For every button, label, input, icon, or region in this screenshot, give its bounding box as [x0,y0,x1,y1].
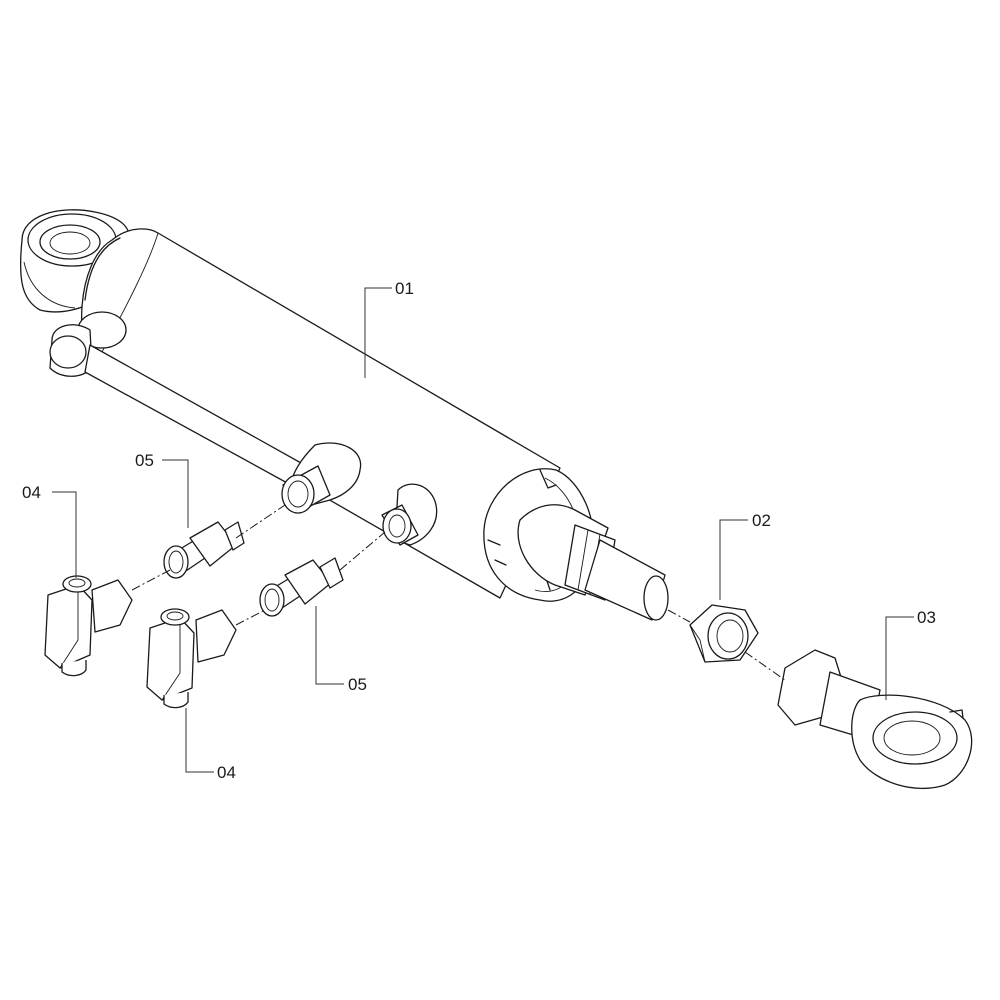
elbow-fitting-left: 04 [22,483,133,677]
adapter-fitting-upper: 05 [135,451,245,579]
piston-rod [517,504,669,621]
callout-01: 01 [364,279,414,378]
adapter-fitting-lower: 05 [259,557,367,694]
tube-port [281,442,362,514]
elbow-fitting-bottom: 04 [146,608,237,782]
cylinder-assembly: 01 [19,209,669,621]
callout-04-left: 04 [22,483,77,578]
callout-04-bottom: 04 [185,708,236,782]
barrel-port [381,483,438,546]
rod-end: 03 [777,608,973,789]
rear-eye [19,209,130,313]
callout-05-upper: 05 [135,451,189,528]
callout-05-lower: 05 [315,606,367,694]
callout-label-04-left: 04 [22,483,41,502]
callout-03: 03 [885,608,936,700]
jam-nut: 02 [689,511,771,663]
callout-label-02: 02 [752,511,771,530]
assembly-axes [131,504,786,681]
callout-02: 02 [719,511,771,600]
callout-label-05-upper: 05 [135,451,154,470]
cylinder-barrel [81,228,595,602]
callout-label-03: 03 [917,608,936,627]
rear-port-boss [49,311,127,377]
callout-label-04-bottom: 04 [217,763,236,782]
callout-label-01: 01 [395,279,414,298]
callout-label-05-lower: 05 [348,675,367,694]
